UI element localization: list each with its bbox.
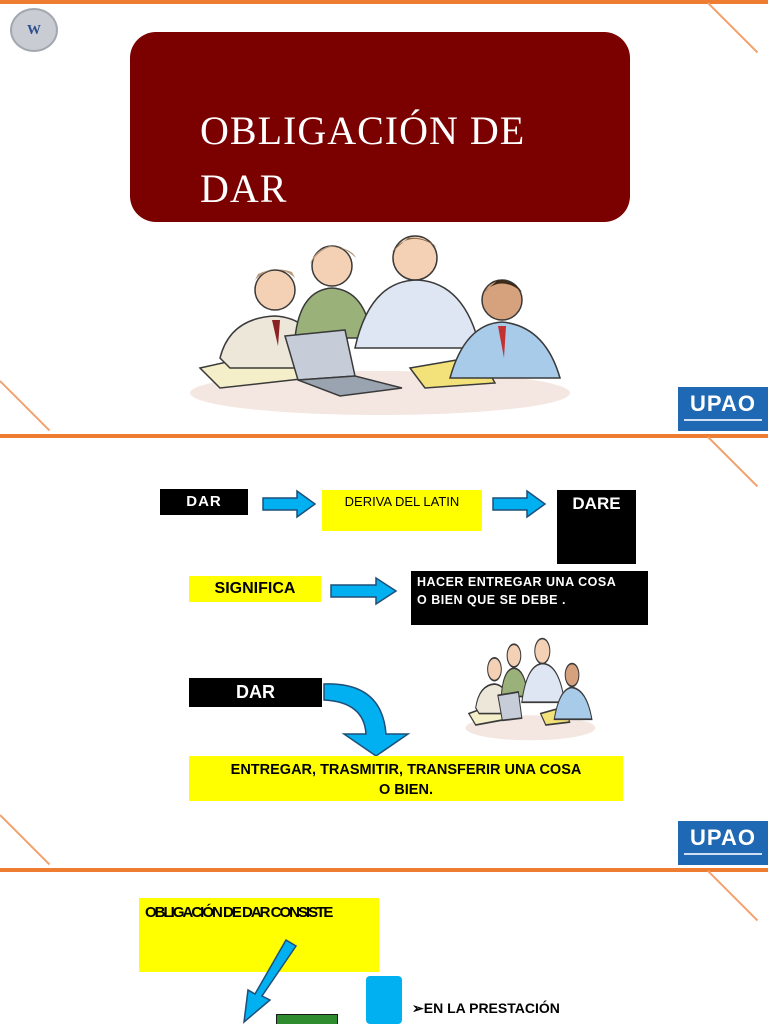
arrow-right-icon bbox=[262, 489, 317, 519]
title-banner: OBLIGACIÓN DE DAR bbox=[130, 32, 630, 222]
upao-logo: UPAO bbox=[678, 821, 768, 865]
arrow-down-left-icon bbox=[240, 938, 298, 1024]
arrow-right-icon bbox=[492, 489, 547, 519]
green-shape bbox=[276, 1014, 338, 1024]
meeting-illustration bbox=[180, 228, 575, 418]
prestacion-item: ➢EN LA PRESTACIÓN bbox=[412, 1000, 560, 1017]
institution-logo: W bbox=[10, 8, 58, 52]
corner-decoration bbox=[0, 380, 50, 431]
blue-shape bbox=[366, 976, 402, 1024]
significa-label: SIGNIFICA bbox=[189, 576, 321, 602]
dar-label: DAR bbox=[160, 489, 248, 515]
meeting-illustration-small bbox=[462, 634, 597, 742]
slide-title: W OBLIGACIÓN DE DAR UPAO bbox=[0, 0, 768, 434]
upao-logo-text: UPAO bbox=[678, 825, 768, 851]
top-rule bbox=[0, 434, 768, 438]
slide-definition: DAR DERIVA DEL LATIN DARE SIGNIFICA HACE… bbox=[0, 434, 768, 868]
deriva-label: DERIVA DEL LATIN bbox=[322, 490, 482, 531]
entregar-definition: ENTREGAR, TRASMITIR, TRANSFERIR UNA COSA… bbox=[189, 756, 623, 801]
corner-decoration bbox=[0, 814, 50, 865]
upao-logo-underline bbox=[684, 853, 762, 855]
arrow-right-icon bbox=[330, 576, 398, 606]
slide-title-text: OBLIGACIÓN DE DAR bbox=[200, 102, 610, 218]
corner-decoration bbox=[707, 870, 758, 921]
upao-logo-text: UPAO bbox=[678, 391, 768, 417]
curved-arrow-down-icon bbox=[322, 682, 414, 758]
dar-label-2: DAR bbox=[189, 678, 322, 707]
top-rule bbox=[0, 0, 768, 4]
top-rule bbox=[0, 868, 768, 872]
bullet-arrow-icon: ➢ bbox=[412, 1000, 424, 1016]
corner-decoration bbox=[707, 436, 758, 487]
slide-consiste: OBLIGACIÓN DE DAR CONSISTE ➢EN LA PRESTA… bbox=[0, 868, 768, 1024]
dare-label: DARE bbox=[557, 490, 636, 564]
corner-decoration bbox=[707, 2, 758, 53]
logo-initials: W bbox=[12, 23, 56, 39]
significa-definition: HACER ENTREGAR UNA COSA O BIEN QUE SE DE… bbox=[411, 571, 648, 625]
prestacion-label: EN LA PRESTACIÓN bbox=[424, 1000, 560, 1016]
upao-logo-underline bbox=[684, 419, 762, 421]
upao-logo: UPAO bbox=[678, 387, 768, 431]
